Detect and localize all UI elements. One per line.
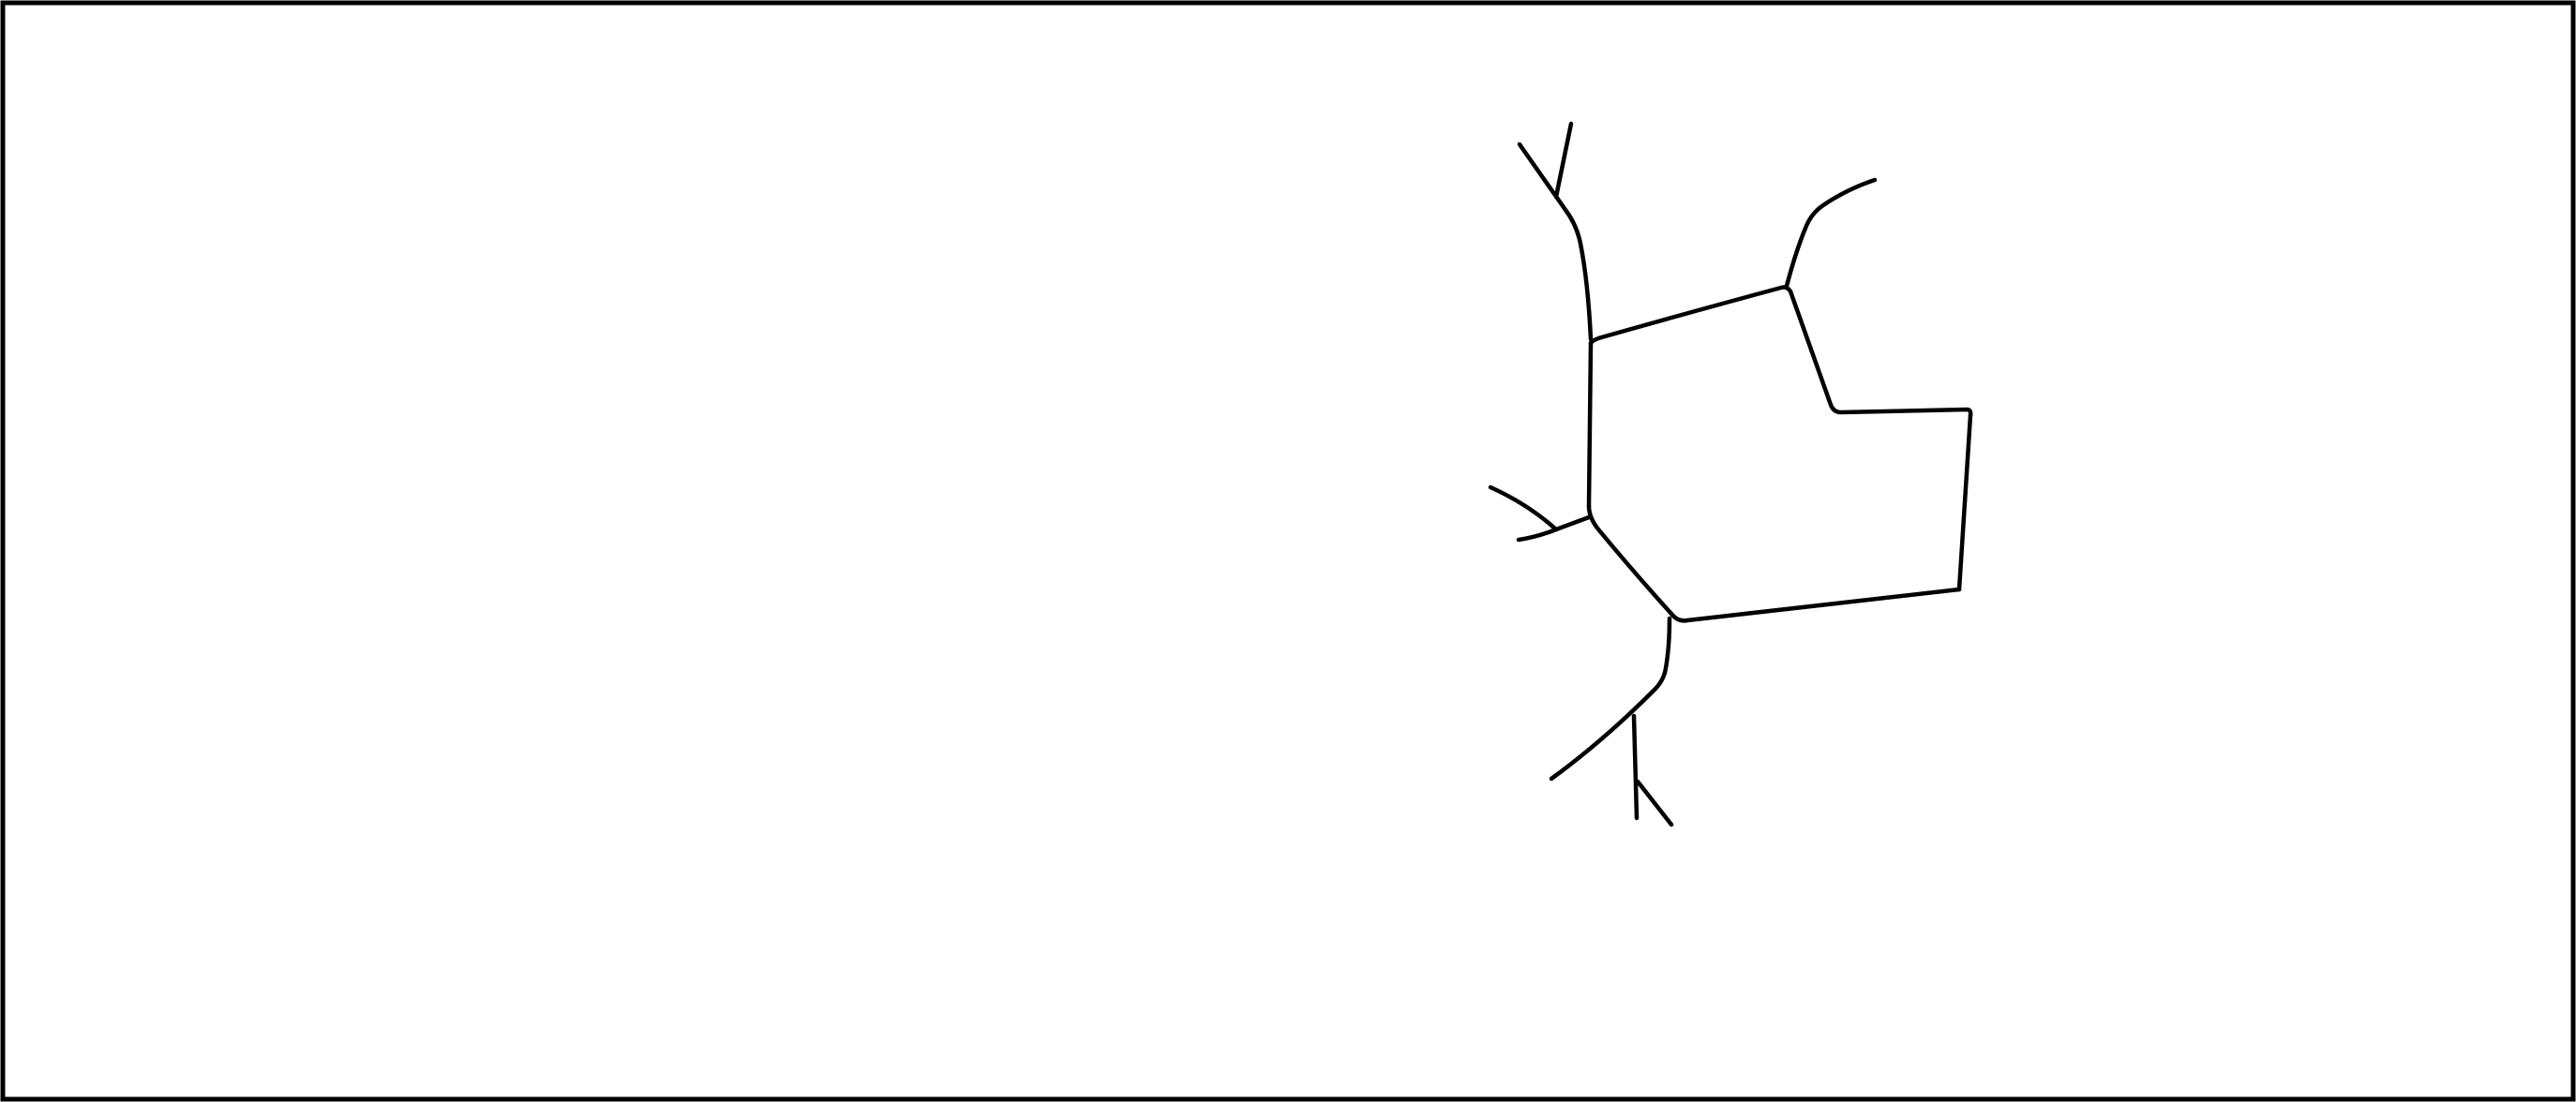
branch-top-right (1784, 177, 1878, 289)
ring-bond-right-upper (1788, 289, 1973, 418)
branch-bottom-drop (1631, 713, 1640, 821)
ring-bond-bottom (1669, 587, 1962, 623)
ring-bond-right-side (1956, 412, 1973, 592)
branch-left-fork (1488, 484, 1559, 532)
substituent-bottom (1549, 616, 1674, 827)
branch-top-left-fork (1553, 121, 1574, 200)
branch-bottom-fork (1635, 779, 1674, 827)
substituent-left (1488, 484, 1592, 543)
substituent-top-right (1784, 177, 1878, 289)
ring-structure (1586, 285, 1973, 623)
ring-bond-bottom-left (1586, 503, 1674, 617)
branch-bottom-stem (1549, 616, 1672, 782)
branch-top-left-stem (1517, 141, 1594, 342)
ring-bond-left-side (1586, 340, 1594, 509)
ring-bond-top-left (1588, 285, 1793, 346)
substituent-top-left (1517, 121, 1594, 342)
